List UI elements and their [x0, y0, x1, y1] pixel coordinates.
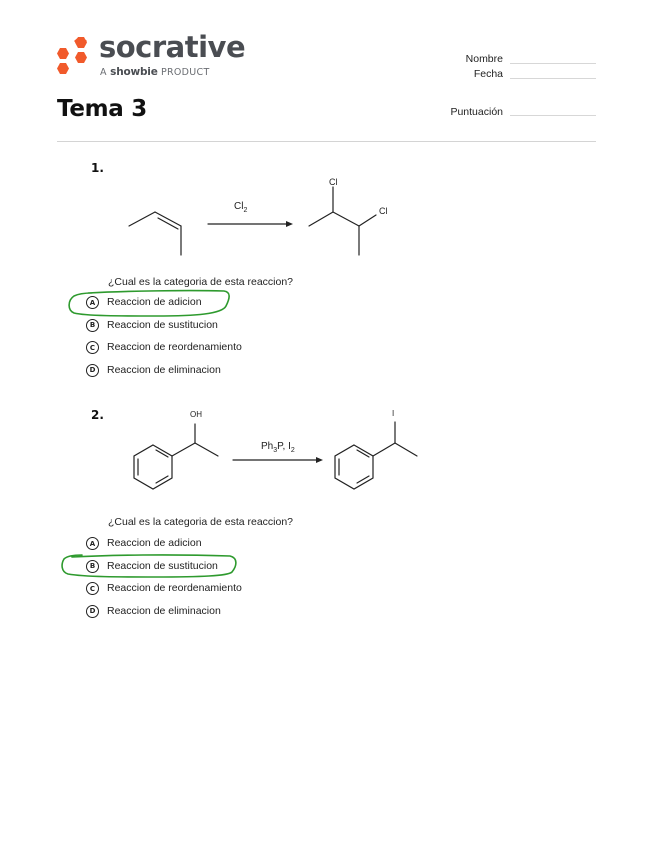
question-number: 2. — [91, 408, 104, 422]
date-field[interactable] — [510, 78, 596, 79]
reagent-text: Cl — [234, 201, 244, 212]
score-label: Puntuación — [450, 106, 503, 118]
reagent-label: Ph3P, I2 — [261, 441, 295, 455]
option-c[interactable]: C Reaccion de reordenamiento — [86, 581, 242, 596]
product-atom-label: Cl — [329, 177, 338, 187]
reagent-subscript: 2 — [290, 447, 295, 454]
options-list: A Reaccion de adicion B Reaccion de sust… — [86, 536, 242, 619]
name-label: Nombre — [465, 53, 503, 65]
reagent-text: P, I — [277, 441, 291, 452]
option-letter-badge: B — [86, 559, 99, 573]
option-letter-badge: A — [86, 296, 99, 309]
option-b[interactable]: B Reaccion de sustitucion — [86, 318, 242, 333]
hexagon-cluster-icon — [57, 37, 87, 74]
option-text: Reaccion de sustitucion — [107, 559, 218, 572]
option-c[interactable]: C Reaccion de reordenamiento — [86, 340, 242, 355]
date-label: Fecha — [473, 68, 503, 80]
reactant-atom-label: OH — [190, 410, 202, 419]
option-text: Reaccion de reordenamiento — [107, 341, 242, 354]
option-a[interactable]: A Reaccion de adicion — [86, 295, 242, 310]
page-title: Tema 3 — [57, 96, 147, 122]
option-letter-badge: C — [86, 582, 99, 595]
option-letter-badge: A — [86, 537, 99, 550]
option-text: Reaccion de reordenamiento — [107, 582, 242, 595]
handwritten-circle-annotation — [68, 289, 230, 317]
option-text: Reaccion de adicion — [107, 296, 202, 309]
product-atom-label: I — [392, 409, 395, 418]
reaction-diagram-2 — [133, 421, 418, 490]
name-field[interactable] — [510, 63, 596, 64]
reagent-subscript: 2 — [243, 207, 248, 214]
header-divider — [57, 141, 596, 142]
reagent-subscript: 3 — [273, 447, 278, 454]
option-text: Reaccion de eliminacion — [107, 363, 221, 376]
options-list: A Reaccion de adicion B Reaccion de sust… — [86, 295, 242, 378]
handwritten-circle-annotation — [61, 554, 237, 578]
option-letter-badge: D — [86, 363, 99, 377]
option-text: Reaccion de sustitucion — [107, 318, 218, 331]
option-letter-badge: C — [86, 341, 99, 354]
score-field[interactable] — [510, 115, 596, 116]
reaction-diagram-1 — [128, 186, 377, 256]
option-text: Reaccion de adicion — [107, 537, 202, 550]
reagent-label: Cl2 — [234, 201, 248, 215]
product-atom-label: Cl — [379, 206, 388, 216]
question-prompt: ¿Cual es la categoria de esta reaccion? — [108, 276, 294, 288]
option-d[interactable]: D Reaccion de eliminacion — [86, 363, 242, 378]
question-prompt: ¿Cual es la categoria de esta reaccion? — [108, 516, 294, 528]
logo-tagline: A showbie PRODUCT — [100, 67, 210, 78]
option-text: Reaccion de eliminacion — [107, 604, 221, 617]
question-number: 1. — [91, 161, 104, 175]
tagline-prefix: A — [100, 67, 107, 78]
reagent-text: Ph — [261, 441, 274, 452]
option-a[interactable]: A Reaccion de adicion — [86, 536, 242, 551]
tagline-brand: showbie — [110, 66, 158, 78]
tagline-suffix: PRODUCT — [160, 67, 210, 78]
option-letter-badge: D — [86, 604, 99, 618]
logo-wordmark: socrative — [99, 30, 246, 64]
option-d[interactable]: D Reaccion de eliminacion — [86, 604, 242, 619]
option-b[interactable]: B Reaccion de sustitucion — [86, 559, 242, 574]
option-letter-badge: B — [86, 318, 99, 332]
